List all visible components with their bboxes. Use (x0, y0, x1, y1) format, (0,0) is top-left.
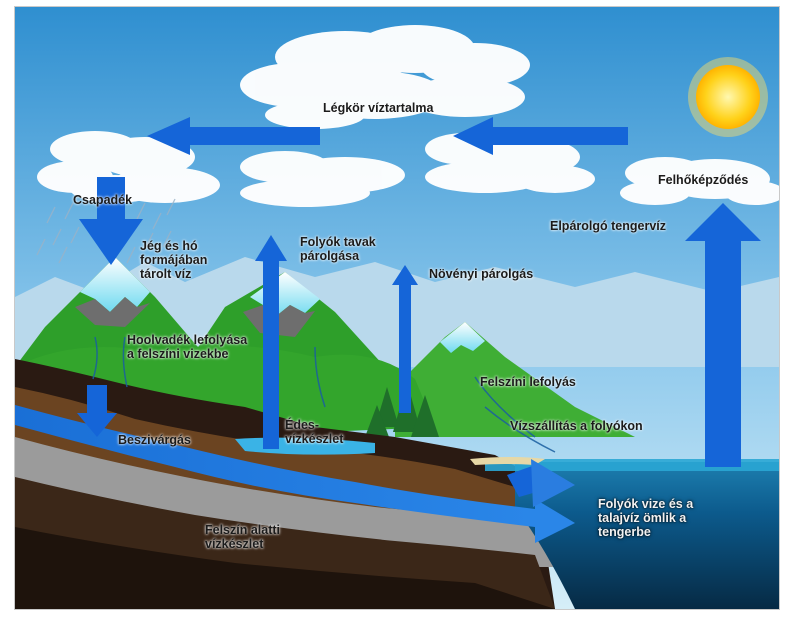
label-freshwater: Édes-vízkészlet (285, 418, 344, 446)
label-sea-evaporation: Elpárolgó tengervíz (550, 219, 666, 233)
rain-icon (36, 198, 176, 264)
arrow-sea-evaporation (685, 203, 761, 467)
label-plant-transpiration: Növényi párolgás (429, 267, 534, 281)
arrow-atmosphere-right (453, 117, 628, 155)
label-snowmelt: Hoolvadék lefolyása a felszíni vizekbe (127, 333, 248, 361)
label-river-lake-evap: Folyók tavak párolgása (300, 235, 376, 263)
water-cycle-diagram (15, 7, 779, 609)
label-river-return: Vízszállítás a folyókon (510, 419, 643, 433)
label-cloud-formation: Felhőképződés (658, 173, 749, 187)
arrow-plant-transpiration (392, 265, 418, 413)
arrow-river-return (507, 459, 575, 507)
label-to-sea: Folyók vize és a talajvíz ömlik a tenger… (598, 497, 694, 539)
arrow-river-lake-evap (255, 235, 287, 449)
arrow-precipitation (79, 177, 143, 265)
cloud-icon (425, 133, 595, 193)
water-cycle-figure: Légkör víztartalma Felhőképződés Csapadé… (14, 6, 780, 610)
label-snow-ice: Jég és hó formájában tárolt víz (140, 239, 208, 281)
arrow-atmosphere-left (147, 117, 320, 155)
cloud-icon (240, 151, 405, 207)
label-groundwater: Felszín alatti vízkészlet (205, 523, 281, 551)
groundwater-flow (15, 405, 535, 527)
sea (515, 462, 779, 609)
mountain-right (395, 322, 635, 437)
label-precipitation: Csapadék (73, 193, 133, 207)
cloud-icon (240, 25, 530, 129)
arrow-snowmelt (77, 385, 117, 437)
cloud-icon (620, 157, 779, 205)
label-atmosphere: Légkör víztartalma (323, 101, 434, 115)
flow-arrowhead (535, 499, 575, 543)
label-infiltration: Beszivárgás (118, 433, 191, 447)
sun-icon (688, 57, 768, 137)
label-surface-runoff: Felszíni lefolyás (480, 375, 576, 389)
